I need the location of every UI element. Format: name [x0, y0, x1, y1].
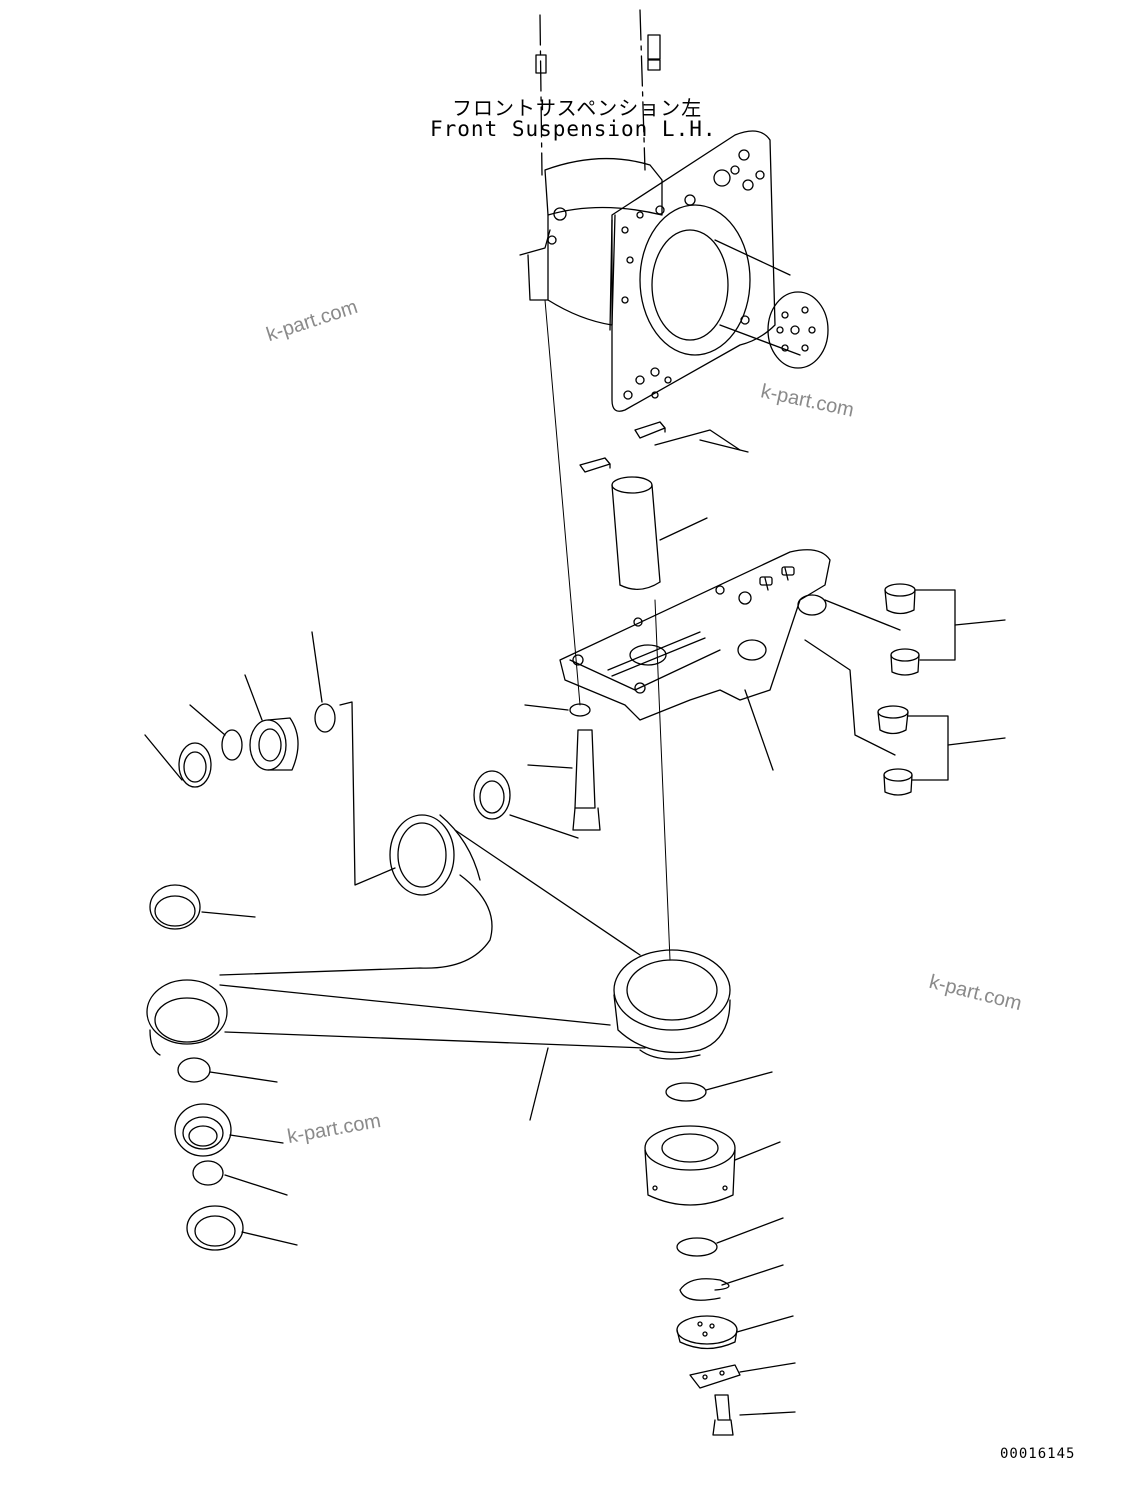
- diagram-title-japanese: フロントサスペンション左: [452, 96, 703, 120]
- document-number: 00016145: [1000, 1446, 1076, 1462]
- left-parts-column: [150, 885, 297, 1250]
- diagram-title-english: Front Suspension L.H.: [430, 117, 717, 141]
- left-seal-stack-upper: [145, 632, 578, 885]
- front-suspension-assembly: [520, 10, 828, 411]
- bushings: [805, 584, 1005, 795]
- shim-plates: [580, 422, 748, 472]
- upper-bracket: [560, 550, 830, 770]
- lower-control-arm: [147, 815, 730, 1120]
- ball-joint-stack: [645, 1072, 795, 1435]
- king-pin: [612, 477, 707, 589]
- washer-and-bolt: [525, 704, 600, 830]
